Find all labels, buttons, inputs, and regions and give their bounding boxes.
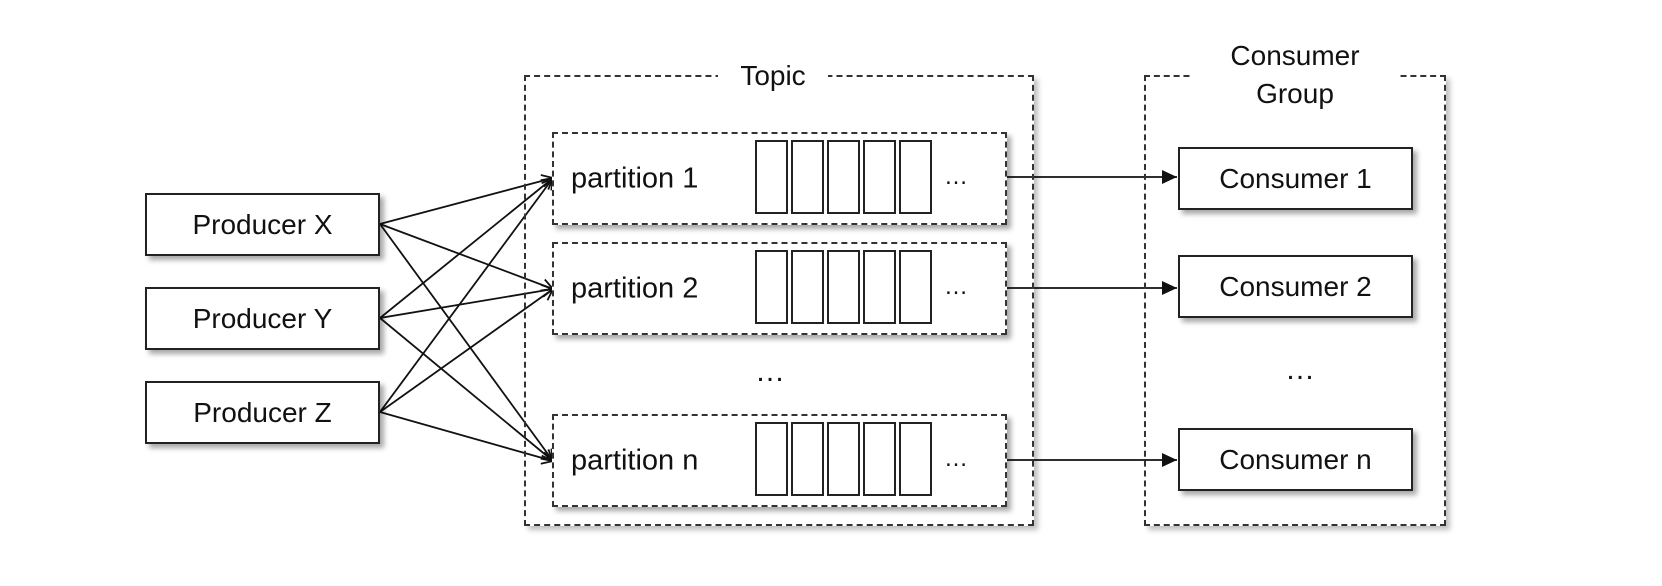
- partition-n: partition n …: [552, 414, 1007, 507]
- producer-x-label: Producer X: [192, 208, 333, 240]
- message-slot: [827, 250, 860, 324]
- message-slot: [827, 140, 860, 214]
- partition-1-more: …: [944, 162, 968, 190]
- message-slot: [899, 250, 932, 324]
- message-slot: [755, 140, 788, 214]
- message-slot: [755, 422, 788, 496]
- message-slot: [863, 140, 896, 214]
- partition-2-more: …: [944, 272, 968, 300]
- message-slot: [791, 422, 824, 496]
- producer-y-label: Producer Y: [192, 302, 333, 334]
- consumer-1-box: Consumer 1: [1178, 147, 1413, 210]
- producer-z-label: Producer Z: [193, 396, 332, 428]
- partition-1-label: partition 1: [571, 162, 699, 194]
- consumer-n-label: Consumer n: [1219, 443, 1372, 475]
- producer-y-box: Producer Y: [145, 287, 380, 350]
- message-slot: [863, 250, 896, 324]
- message-slot: [863, 422, 896, 496]
- consumer-n-box: Consumer n: [1178, 428, 1413, 491]
- consumer-group-title: Consumer Group: [1190, 37, 1400, 113]
- partition-n-more: …: [944, 444, 968, 472]
- message-slot: [827, 422, 860, 496]
- topic-title: Topic: [718, 57, 828, 95]
- message-slot: [791, 140, 824, 214]
- message-slot: [899, 422, 932, 496]
- partition-2: partition 2 …: [552, 242, 1007, 335]
- partition-ellipsis: …: [755, 355, 785, 388]
- producer-z-box: Producer Z: [145, 381, 380, 444]
- consumer-ellipsis: …: [1285, 353, 1315, 386]
- message-slot: [791, 250, 824, 324]
- message-slot: [755, 250, 788, 324]
- partition-2-label: partition 2: [571, 272, 699, 304]
- consumer-group-title-line2: Group: [1256, 78, 1334, 109]
- producer-x-box: Producer X: [145, 193, 380, 256]
- consumer-2-label: Consumer 2: [1219, 270, 1372, 302]
- consumer-group-title-line1: Consumer: [1230, 40, 1360, 71]
- partition-n-label: partition n: [571, 444, 699, 476]
- consumer-2-box: Consumer 2: [1178, 255, 1413, 318]
- partition-1: partition 1 …: [552, 132, 1007, 225]
- message-slot: [899, 140, 932, 214]
- consumer-1-label: Consumer 1: [1219, 162, 1372, 194]
